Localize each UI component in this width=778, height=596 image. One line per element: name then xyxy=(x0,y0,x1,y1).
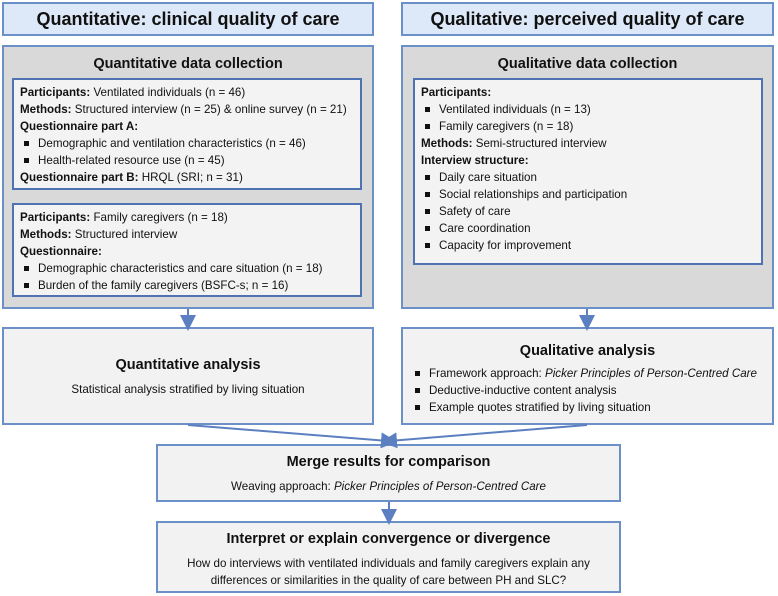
family-caregivers-panel: Participants: Family caregivers (n = 18)… xyxy=(12,203,362,297)
interpret-box: Interpret or explain convergence or dive… xyxy=(156,521,621,593)
quantitative-analysis-title: Quantitative analysis xyxy=(115,357,261,373)
merge-title: Merge results for comparison xyxy=(286,454,491,470)
list-item: Example quotes stratified by living situ… xyxy=(411,399,651,416)
arrow-quant-analysis-to-merge xyxy=(187,424,397,449)
qualitative-header-text: Qualitative: perceived quality of care xyxy=(430,8,745,29)
list-item: Care coordination xyxy=(421,220,531,237)
questionnaire-label: Questionnaire: xyxy=(20,245,102,258)
quantitative-header: Quantitative: clinical quality of care xyxy=(2,2,374,36)
list-item: Deductive-inductive content analysis xyxy=(411,382,617,399)
quantitative-analysis-box: Quantitative analysis Statistical analys… xyxy=(2,327,374,425)
list-item: Capacity for improvement xyxy=(421,237,571,254)
quantitative-analysis-text: Statistical analysis stratified by livin… xyxy=(71,383,305,396)
qualitative-header: Qualitative: perceived quality of care xyxy=(401,2,774,36)
merge-results-box: Merge results for comparison Weaving app… xyxy=(156,444,621,502)
questionnaire-a-label: Questionnaire part A: xyxy=(20,120,139,133)
list-item: Social relationships and participation xyxy=(421,186,627,203)
list-item: Safety of care xyxy=(421,203,511,220)
quantitative-collection-title: Quantitative data collection xyxy=(93,56,283,72)
list-item: Health-related resource use (n = 45) xyxy=(20,152,225,169)
interview-structure-label: Interview structure: xyxy=(421,154,529,167)
participants-line: Participants: Ventilated individuals (n … xyxy=(20,86,246,99)
list-item: Burden of the family caregivers (BSFC-s;… xyxy=(20,277,288,294)
ventilated-individuals-panel: Participants: Ventilated individuals (n … xyxy=(12,78,362,190)
list-item: Demographic characteristics and care sit… xyxy=(20,260,323,277)
list-item: Demographic and ventilation characterist… xyxy=(20,135,306,152)
qualitative-collection-title: Qualitative data collection xyxy=(497,56,678,72)
interpret-line-2: differences or similarities in the quali… xyxy=(210,574,567,587)
methods-line: Methods: Semi-structured interview xyxy=(421,137,607,150)
interpret-title: Interpret or explain convergence or dive… xyxy=(226,531,551,547)
qualitative-analysis-box: Qualitative analysis Framework approach:… xyxy=(401,327,774,425)
methods-line: Methods: Structured interview xyxy=(20,228,178,241)
qualitative-details-panel: Participants: Ventilated individuals (n … xyxy=(413,78,763,265)
methods-line: Methods: Structured interview (n = 25) &… xyxy=(20,103,347,116)
questionnaire-b-line: Questionnaire part B: HRQL (SRI; n = 31) xyxy=(20,171,243,184)
arrow-qual-analysis-to-merge xyxy=(381,424,588,449)
list-item: Family caregivers (n = 18) xyxy=(421,118,573,135)
interpret-line-1: How do interviews with ventilated indivi… xyxy=(187,557,590,570)
list-item: Framework approach: Picker Principles of… xyxy=(411,365,757,382)
list-item: Ventilated individuals (n = 13) xyxy=(421,101,591,118)
merge-text: Weaving approach: Picker Principles of P… xyxy=(231,480,546,493)
participants-label: Participants: xyxy=(421,86,492,99)
qualitative-analysis-title: Qualitative analysis xyxy=(519,343,656,359)
participants-line: Participants: Family caregivers (n = 18) xyxy=(20,211,228,224)
quantitative-header-text: Quantitative: clinical quality of care xyxy=(36,8,340,29)
list-item: Daily care situation xyxy=(421,169,537,186)
